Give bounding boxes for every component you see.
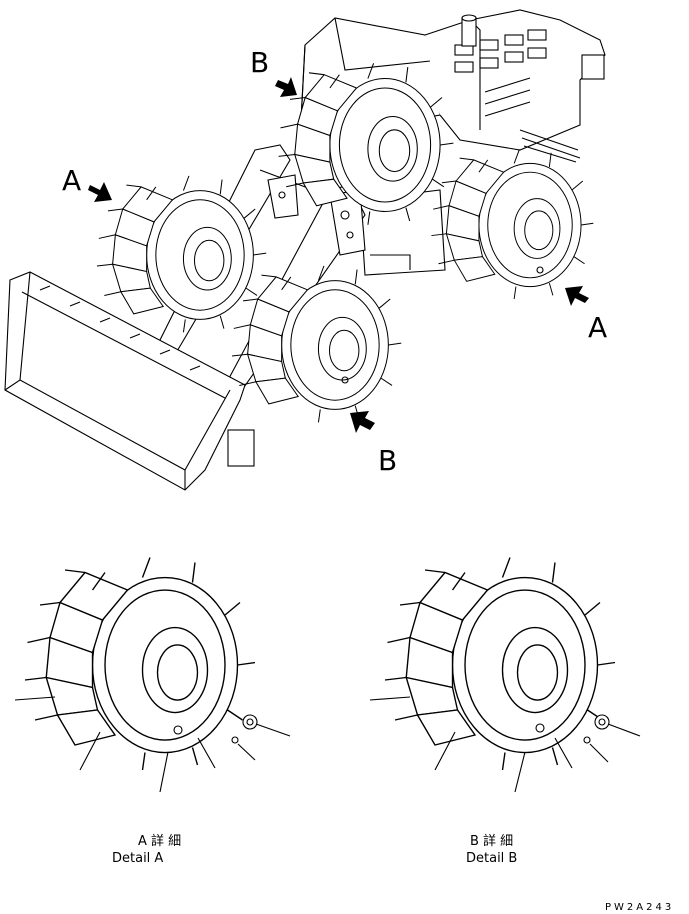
detail-b-drawing — [369, 556, 641, 793]
label-a-left: A — [62, 164, 81, 197]
arrow-a-left-icon — [88, 182, 112, 202]
detail-a-caption-en: Detail A — [112, 851, 163, 866]
detail-b-caption-jp: B 詳 細 — [470, 833, 513, 849]
detail-b-caption-en: Detail B — [466, 851, 517, 866]
part-code: PW2A243 — [605, 902, 674, 913]
detail-a-caption-jp: A 詳 細 — [138, 833, 181, 849]
arrow-b-bottom-icon — [350, 411, 375, 433]
label-b-top: B — [250, 46, 269, 79]
arrow-a-right-icon — [565, 286, 589, 306]
arrow-b-top-icon — [275, 77, 297, 97]
label-a-right: A — [588, 311, 607, 344]
detail-a-drawing — [14, 556, 291, 793]
label-b-bottom: B — [378, 444, 397, 477]
machine-drawing — [4, 9, 606, 491]
